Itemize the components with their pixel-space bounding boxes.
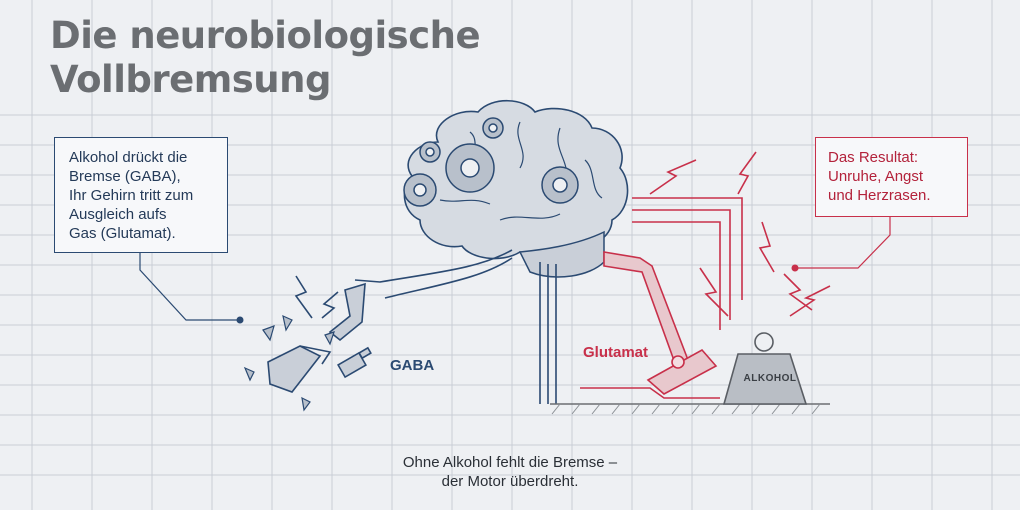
- ground-hatching: [551, 403, 821, 415]
- page-title: Die neurobiologische Vollbremsung: [50, 14, 481, 102]
- brain-machine: [403, 100, 629, 260]
- glutamat-gas-pedal: [580, 251, 720, 399]
- bottom-caption: Ohne Alkohol fehlt die Bremse – der Moto…: [370, 453, 650, 491]
- right-callout-connector: [795, 217, 891, 269]
- gaba-brake-pedal: [267, 282, 372, 393]
- glutamat-cables: [632, 197, 743, 330]
- pedal-shards: [243, 314, 335, 412]
- glutamat-label: Glutamat: [583, 344, 649, 361]
- caption-line-2: der Motor überdreht.: [441, 473, 579, 490]
- left-callout-dot: [236, 316, 244, 324]
- glutamat-sparks: [649, 151, 831, 317]
- weight-label: ALKOHOL: [743, 373, 797, 384]
- left-box-line-4: Ausgleich aufs: [69, 206, 167, 223]
- right-box-line-2: Unruhe, Angst: [828, 168, 924, 185]
- left-callout-connector: [139, 253, 240, 321]
- right-result-box: Das Resultat: Unruhe, Angst und Herzrase…: [815, 137, 968, 217]
- right-callout-dot: [791, 264, 799, 272]
- gaba-sparks: [294, 275, 339, 319]
- alcohol-weight: [722, 332, 808, 405]
- title-line-2: Vollbremsung: [50, 58, 331, 101]
- title-line-1: Die neurobiologische: [50, 14, 481, 57]
- gaba-label: GABA: [390, 357, 435, 374]
- left-box-line-3: Ihr Gehirn tritt zum: [69, 187, 194, 204]
- left-box-line-1: Alkohol drückt die: [69, 149, 188, 166]
- left-info-box: Alkohol drückt die Bremse (GABA), Ihr Ge…: [54, 137, 228, 253]
- left-box-line-2: Bremse (GABA),: [69, 168, 181, 185]
- navy-pipes: [354, 249, 557, 404]
- gears: [403, 117, 579, 207]
- right-box-line-1: Das Resultat:: [828, 149, 919, 166]
- right-box-line-3: und Herzrasen.: [828, 187, 931, 204]
- left-box-line-5: Gas (Glutamat).: [69, 225, 176, 242]
- caption-line-1: Ohne Alkohol fehlt die Bremse –: [402, 454, 618, 471]
